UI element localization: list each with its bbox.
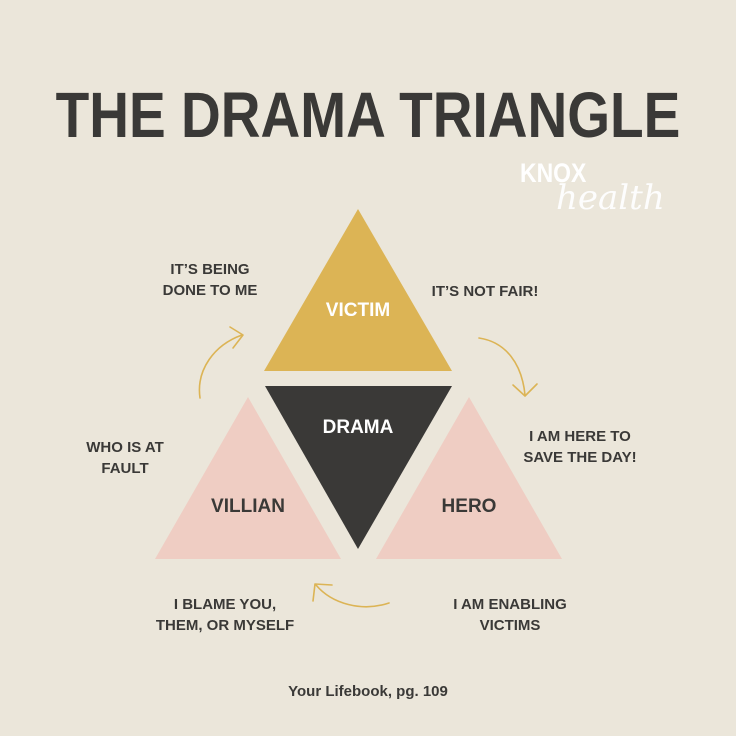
hero-triangle [376,397,562,559]
caption-victim-right: IT’S NOT FAIR! [431,283,539,300]
victim-triangle [264,209,452,371]
victim-label: VICTIM [325,300,391,321]
arrow-right-down-head [512,383,538,397]
villain-triangle [155,397,341,559]
arrow-left-up [198,334,243,399]
caption-villain-bottom: I BLAME YOU, THEM, OR MYSELF [155,596,295,634]
arrow-right-down [478,337,526,396]
caption-villain-left: WHO IS AT FAULT [86,439,164,477]
caption-victim-left: IT’S BEING DONE TO ME [162,261,258,299]
logo-knox: KNOX [520,158,587,188]
arrow-bottom-left-head [312,583,333,602]
logo-health-script: health [556,178,665,218]
drama-triangle [265,386,452,549]
drama-label: DRAMA [322,417,394,438]
villain-label: VILLIAN [211,496,285,517]
arrow-bottom-left [315,584,390,608]
arrow-left-up-head [229,326,244,349]
page-title: THE DRAMA TRIANGLE [55,79,681,151]
footer-source: Your Lifebook, pg. 109 [288,683,448,700]
caption-hero-bottom: I AM ENABLING VICTIMS [453,596,567,634]
caption-hero-right: I AM HERE TO SAVE THE DAY! [523,428,637,466]
hero-label: HERO [441,496,497,517]
